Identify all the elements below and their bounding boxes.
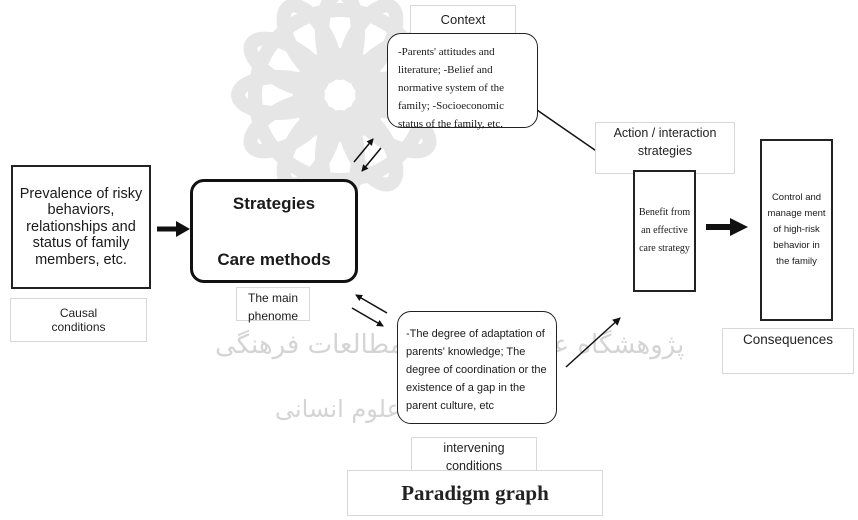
- consequences-label: Consequences: [722, 328, 854, 374]
- intervening-box: -The degree of adaptation of parents' kn…: [397, 311, 557, 424]
- arrow-context-to-strategies: [536, 109, 606, 158]
- phenomenon-line-2: Care methods: [217, 250, 331, 269]
- strategies-box: Benefit from an effective care strategy: [633, 170, 696, 292]
- consequences-text: Control and manage ment of high-risk beh…: [767, 192, 826, 267]
- arrow-intervening-to-strategies: [565, 317, 621, 368]
- main-phenomenon-box: Strategies Care methods: [190, 179, 358, 283]
- arrow-intervening-to-phenomenon: [355, 294, 388, 314]
- arrow-phenomenon-to-context: [353, 138, 374, 163]
- causal-conditions-label: Causal conditions: [10, 298, 147, 342]
- strategies-label: Action / interaction strategies: [595, 122, 735, 174]
- causal-conditions-text: Prevalence of risky behaviors, relations…: [19, 185, 143, 268]
- context-box: -Parents' attitudes and literature; -Bel…: [387, 33, 538, 130]
- main-phenomenon-label: The main phenome: [236, 287, 310, 323]
- figure-caption: Paradigm graph: [347, 470, 603, 516]
- arrow-strategies-to-consequences-head: [730, 218, 748, 236]
- causal-conditions-box: Prevalence of risky behaviors, relations…: [11, 165, 151, 289]
- intervening-label: intervening conditions: [411, 437, 537, 473]
- arrow-context-to-phenomenon: [361, 147, 382, 172]
- strategies-text: Benefit from an effective care strategy: [638, 207, 691, 254]
- arrow-phenomenon-to-intervening: [351, 307, 384, 327]
- context-text: -Parents' attitudes and literature; -Bel…: [398, 46, 505, 130]
- intervening-text: -The degree of adaptation of parents' kn…: [406, 328, 547, 412]
- consequences-box: Control and manage ment of high-risk beh…: [760, 139, 833, 321]
- arrow-causal-to-phenomenon-head: [176, 221, 190, 237]
- phenomenon-line-1: Strategies: [232, 194, 316, 213]
- context-label: Context: [410, 5, 516, 35]
